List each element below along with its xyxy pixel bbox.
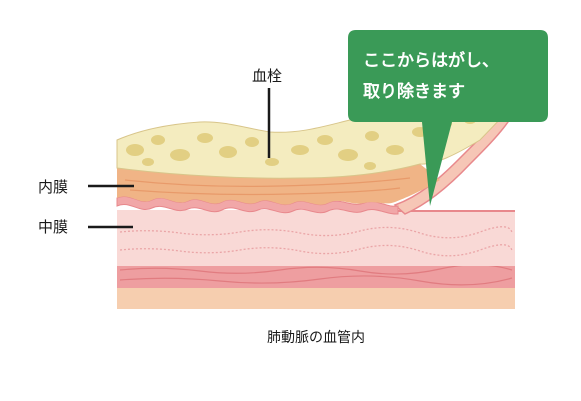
thrombus-label: 血栓: [252, 67, 282, 85]
intima-label: 内膜: [38, 178, 68, 196]
media-label: 中膜: [38, 218, 68, 236]
diagram-caption: 肺動脈の血管内: [267, 330, 365, 346]
callout-line-1: ここからはがし、: [363, 50, 499, 71]
callout-bubble: [348, 30, 548, 206]
media-fibers: [119, 226, 513, 257]
callout-line-2: 取り除きます: [363, 81, 465, 102]
adventitia-layer: [117, 287, 515, 309]
media-band-fibers: [119, 264, 513, 286]
intima-streaks: [124, 177, 411, 196]
media-layer: [117, 210, 515, 266]
